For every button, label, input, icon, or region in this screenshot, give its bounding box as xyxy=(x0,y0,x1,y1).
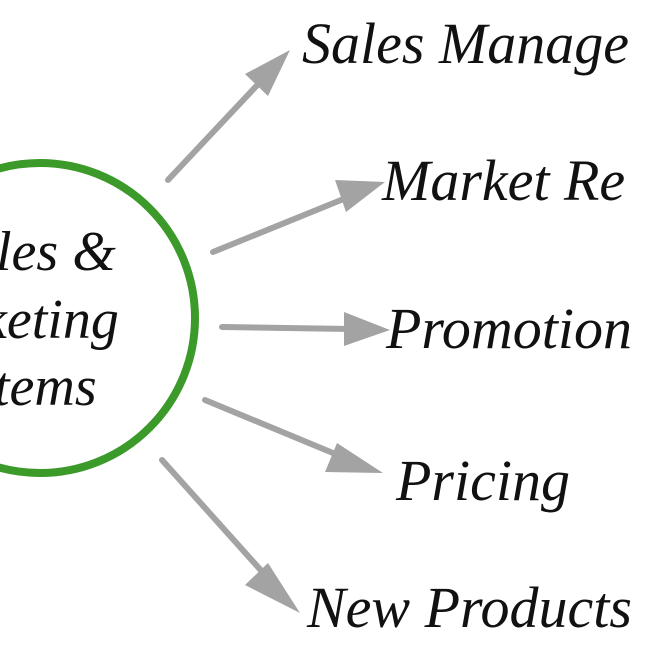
branch-label-promotion: Promotion xyxy=(385,296,632,361)
branch-label-pricing: Pricing xyxy=(395,448,570,513)
hub-line-2: keting xyxy=(0,289,119,351)
branch-label-sales-management: Sales Manage xyxy=(302,11,629,76)
arrow-to-pricing xyxy=(202,397,383,473)
arrow-to-new-products xyxy=(159,457,300,613)
arrow-to-sales-management xyxy=(165,50,290,183)
hub-line-3: tems xyxy=(0,356,97,418)
hub-line-1: les & xyxy=(0,221,116,283)
arrow-to-market-research xyxy=(210,180,385,255)
arrow-to-promotion xyxy=(219,312,390,346)
branch-label-market-research: Market Re xyxy=(381,148,625,213)
branch-label-new-products: New Products xyxy=(306,575,632,640)
arrows xyxy=(159,50,390,613)
branch-labels: Sales Manage Market Re Promotion Pricing… xyxy=(302,11,632,640)
hub-circle xyxy=(0,159,199,477)
hub: les & keting tems xyxy=(0,159,199,477)
